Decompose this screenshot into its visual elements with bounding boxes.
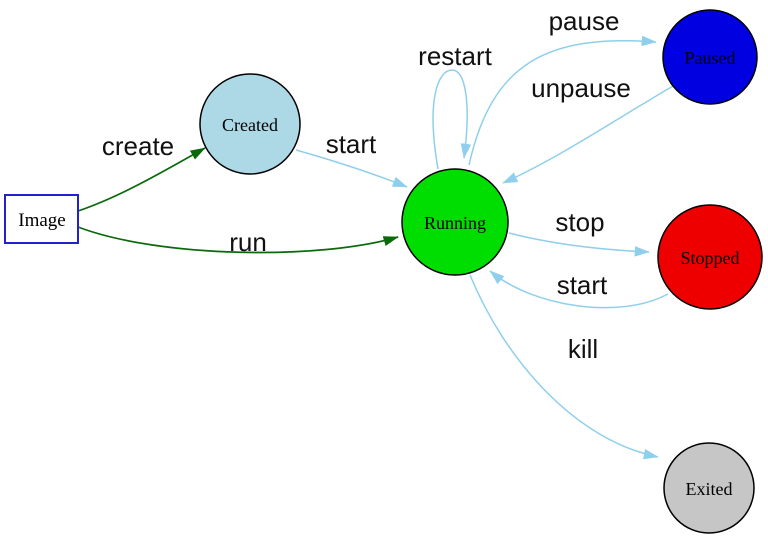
edge-label-pause: pause <box>549 6 620 36</box>
edge-start-created-running <box>295 149 408 188</box>
node-paused <box>662 9 758 105</box>
edge-restart-self-loop <box>432 69 472 170</box>
node-image <box>4 194 79 244</box>
edge-label-kill: kill <box>568 334 598 364</box>
edge-label-start-bottom: start <box>557 270 608 300</box>
edges <box>77 35 674 460</box>
edge-run <box>77 226 399 254</box>
node-labels: Image Created Running Paused Stopped Exi… <box>18 48 739 499</box>
edge-kill <box>469 274 659 460</box>
edge-stop <box>508 232 650 257</box>
nodes <box>4 9 763 534</box>
node-label-exited: Exited <box>686 479 733 499</box>
edge-pause <box>468 35 657 166</box>
node-label-paused: Paused <box>685 48 736 68</box>
node-label-created: Created <box>222 115 278 135</box>
edge-label-run: run <box>229 227 267 257</box>
edge-label-start-top: start <box>326 129 377 159</box>
node-label-image: Image <box>18 210 65 231</box>
node-running <box>401 168 509 276</box>
node-stopped <box>657 204 763 310</box>
edge-unpause <box>502 85 674 184</box>
edge-label-stop: stop <box>555 207 604 237</box>
edge-create <box>77 147 206 212</box>
node-exited <box>663 442 755 534</box>
edge-labels: create run start restart pause unpause s… <box>102 6 631 364</box>
node-created <box>199 73 301 175</box>
node-label-stopped: Stopped <box>680 248 739 268</box>
edge-start-stopped-running <box>489 270 669 309</box>
edge-label-restart: restart <box>418 41 492 71</box>
edge-label-create: create <box>102 131 174 161</box>
node-label-running: Running <box>424 213 486 233</box>
edge-label-unpause: unpause <box>531 73 631 103</box>
